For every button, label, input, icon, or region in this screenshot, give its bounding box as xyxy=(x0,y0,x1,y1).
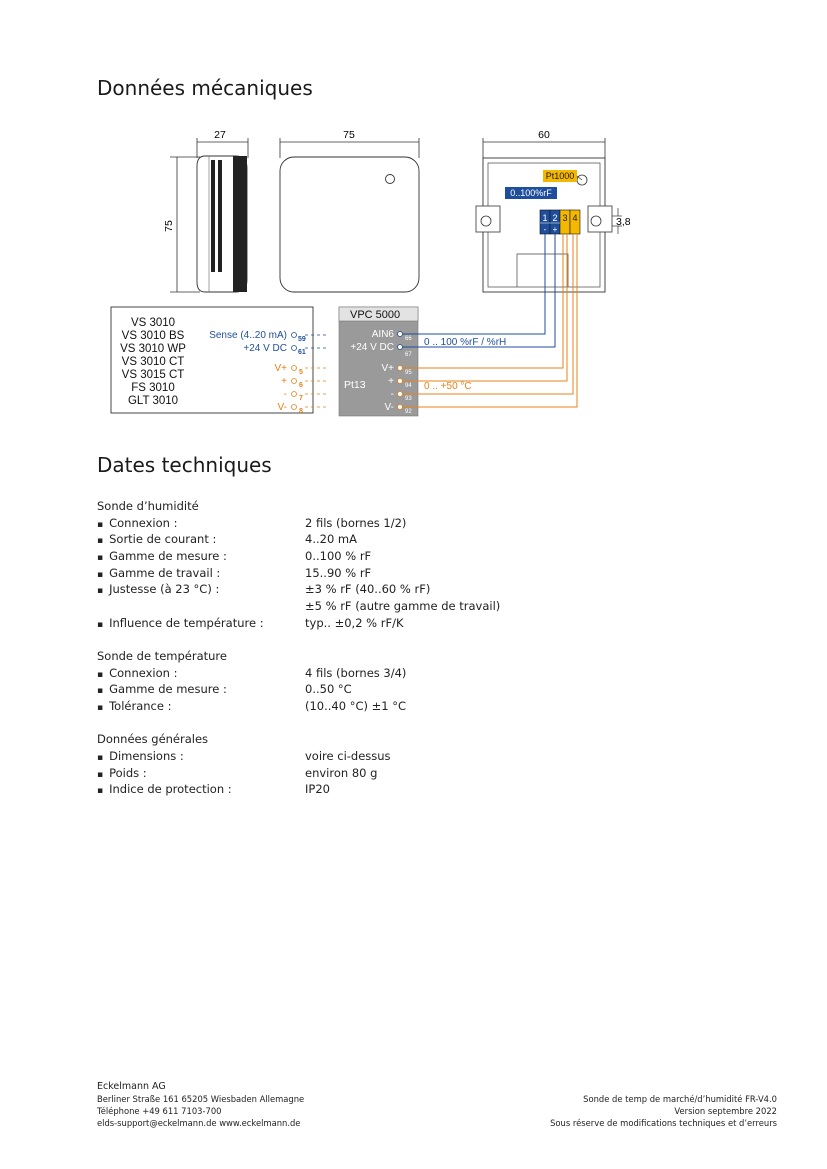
footer-left: Eckelmann AG Berliner Straße 161 65205 W… xyxy=(97,1081,304,1129)
supply-pin: 61 xyxy=(298,349,306,356)
spec-label: Indice de protection : xyxy=(97,782,232,796)
left-pin-label: + xyxy=(281,376,287,387)
vpc-pin-label: - xyxy=(391,389,394,400)
rh-box xyxy=(505,187,557,199)
sense-label: Sense (4..20 mA) xyxy=(209,330,287,341)
spec-value: ±5 % rF (autre gamme de travail) xyxy=(305,599,501,613)
left-pin-label: V- xyxy=(278,402,287,413)
doc-disclaimer: Sous réserve de modifications techniques… xyxy=(550,1118,777,1128)
left-pin-number: 8 xyxy=(299,408,303,415)
spec-label: Sortie de courant : xyxy=(97,532,216,546)
device-name: VS 3015 CT xyxy=(122,369,185,381)
spec-value: typ.. ±0,2 % rF/K xyxy=(305,616,404,630)
spec-value: environ 80 g xyxy=(305,766,378,780)
terminal-sign-minus: - xyxy=(544,225,547,234)
device-name: FS 3010 xyxy=(131,382,174,394)
vpc-title: VPC 5000 xyxy=(350,309,400,321)
vpc-pin-number: 92 xyxy=(405,409,412,415)
spec-label: Connexion : xyxy=(97,666,177,680)
dim-screw: 3,8 xyxy=(616,216,631,228)
temp-range-label: 0 .. +50 °C xyxy=(424,381,472,392)
technical-heading: Dates techniques xyxy=(97,453,272,477)
left-pin-label: V+ xyxy=(274,363,287,374)
dim-height: 75 xyxy=(163,220,175,232)
doc-title: Sonde de temp de marché/d’humidité FR-V4… xyxy=(583,1094,777,1104)
vpc-pin-number: 95 xyxy=(405,370,412,376)
spec-label: Poids : xyxy=(97,766,147,780)
spec-value: 15..90 % rF xyxy=(305,566,372,580)
spec-value: 4 fils (bornes 3/4) xyxy=(305,666,407,680)
dim-back: 60 xyxy=(538,129,550,141)
pt1000-box xyxy=(543,170,577,182)
spec-section-title: Données générales xyxy=(97,732,209,746)
address: Berliner Straße 161 65205 Wiesbaden Alle… xyxy=(97,1094,305,1104)
spec-section-title: Sonde d’humidité xyxy=(97,499,199,513)
spec-label: Gamme de mesure : xyxy=(97,549,227,563)
device-name: GLT 3010 xyxy=(128,395,178,407)
phone: Téléphone +49 611 7103-700 xyxy=(97,1106,222,1116)
wiring xyxy=(403,234,578,408)
mechanical-wiring-diagram: 27 75 60 75 3,8 Pt1000 0..100%rF xyxy=(110,129,631,417)
terminal-block xyxy=(539,209,581,235)
ain6-pin: 66 xyxy=(405,336,412,342)
rh-label: 0..100%rF xyxy=(510,188,552,198)
left-pin-label: - xyxy=(284,389,287,400)
spec-value: (10..40 °C) ±1 °C xyxy=(305,699,407,713)
rh-range-label: 0 .. 100 %rF / %rH xyxy=(424,337,506,348)
vpc-pin-label: V- xyxy=(385,402,394,413)
device-name: VS 3010 WP xyxy=(120,343,186,355)
left-pin-number: 6 xyxy=(299,382,303,389)
company-name: Eckelmann AG xyxy=(97,1081,166,1092)
side-view xyxy=(196,155,248,293)
vpc-pin-label: V+ xyxy=(381,363,394,374)
ain6-label: AIN6 xyxy=(372,329,395,340)
vpc-5000-box xyxy=(338,306,419,417)
supply-label: +24 V DC xyxy=(243,343,287,354)
dim-side: 27 xyxy=(214,129,226,141)
doc-version: Version septembre 2022 xyxy=(674,1106,777,1116)
spec-label: Influence de température : xyxy=(97,616,263,630)
spec-value: 4..20 mA xyxy=(305,532,357,546)
device-name: VS 3010 xyxy=(131,317,175,329)
spec-label: Gamme de travail : xyxy=(97,566,220,580)
pt13-label: Pt13 xyxy=(344,379,366,391)
spec-value: IP20 xyxy=(305,782,330,796)
left-pin-number: 5 xyxy=(299,369,303,376)
device-name: VS 3010 BS xyxy=(122,330,185,342)
spec-value: 0..50 °C xyxy=(305,682,352,696)
spec-label: Connexion : xyxy=(97,516,177,530)
spec-section-title: Sonde de température xyxy=(97,649,227,663)
vpc-pin-label: + xyxy=(388,376,394,387)
email-web[interactable]: elds-support@eckelmann.de www.eckelmann.… xyxy=(97,1118,301,1128)
spec-value: 2 fils (bornes 1/2) xyxy=(305,516,407,530)
spec-label: Gamme de mesure : xyxy=(97,682,227,696)
device-name: VS 3010 CT xyxy=(122,356,185,368)
sense-pin: 59 xyxy=(298,336,306,343)
dim-front: 75 xyxy=(343,129,355,141)
spec-value: voire ci-dessus xyxy=(305,749,391,763)
front-view xyxy=(279,156,420,293)
vpc-supply-pin: 67 xyxy=(405,352,412,358)
mechanical-heading: Données mécaniques xyxy=(97,76,313,100)
spec-value: ±3 % rF (40..60 % rF) xyxy=(305,582,431,596)
footer-right: Sonde de temp de marché/d’humidité FR-V4… xyxy=(550,1093,777,1129)
spec-label: Justesse (à 23 °C) : xyxy=(97,582,219,596)
spec-label: Tolérance : xyxy=(97,699,171,713)
pt1000-label: Pt1000 xyxy=(546,171,575,181)
terminal-3: 3 xyxy=(562,213,567,223)
vpc-supply-label: +24 V DC xyxy=(350,342,394,353)
front-hole-icon xyxy=(385,174,395,184)
device-box xyxy=(110,306,314,414)
spec-label: Dimensions : xyxy=(97,749,184,763)
vpc-pin-number: 93 xyxy=(405,396,412,402)
terminal-1: 1 xyxy=(542,213,547,223)
terminal-4: 4 xyxy=(572,213,577,223)
spec-value: 0..100 % rF xyxy=(305,549,372,563)
left-pin-number: 7 xyxy=(299,395,303,402)
terminal-sign-plus: + xyxy=(553,225,558,234)
vpc-pin-number: 94 xyxy=(405,383,412,389)
terminal-2: 2 xyxy=(552,213,557,223)
